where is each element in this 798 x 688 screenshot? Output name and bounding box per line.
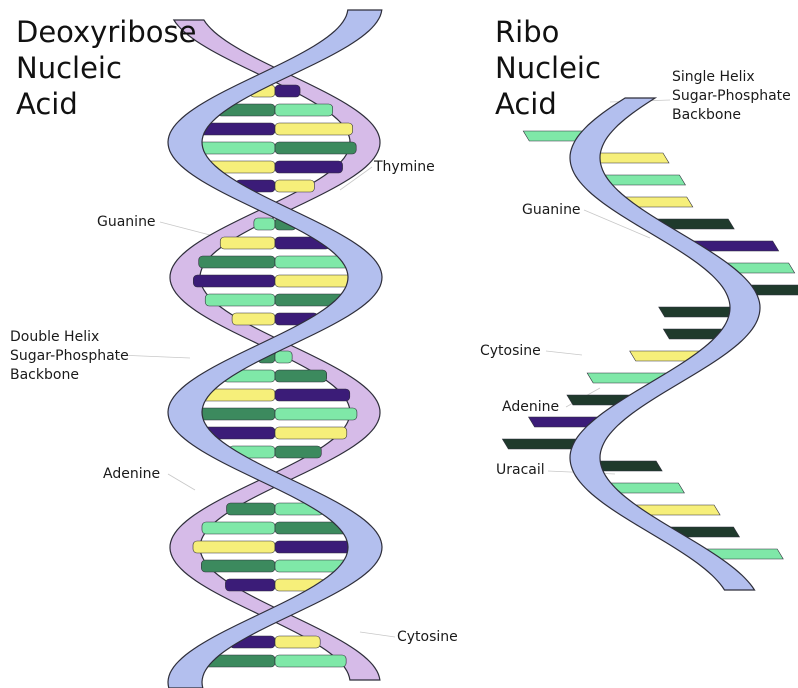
rna-backbone-line-2: Sugar-Phosphate [672,87,791,106]
dna-base-left [254,218,275,230]
rna-title-line-1: Ribo [495,14,601,50]
dna-base-left [232,313,275,325]
rna-label-guanine: Guanine [522,201,581,220]
dna-base-left [193,541,275,553]
dna-backbone-line-2: Sugar-Phosphate [10,347,129,366]
dna-label-backbone: Double Helix Sugar-Phosphate Backbone [10,328,129,385]
dna-base-left [225,579,275,591]
dna-base-left [193,408,275,420]
dna-base-right [275,351,292,363]
rna-label-adenine: Adenine [502,398,559,417]
dna-base-right [275,408,357,420]
dna-base-left [205,294,275,306]
leader-line [360,632,395,637]
dna-base-right [275,541,357,553]
dna-base-right [275,104,333,116]
dna-base-left [227,503,275,515]
dna-base-left [193,275,275,287]
dna-base-right [275,180,314,192]
dna-label-thymine: Thymine [374,158,435,177]
dna-label-adenine: Adenine [103,465,160,484]
dna-base-right [275,446,321,458]
rna-strand-blue [570,98,760,590]
dna-base-left [201,560,275,572]
rna-title-line-3: Acid [495,86,601,122]
dna-base-right [275,389,350,401]
dna-base-left [199,256,275,268]
leader-line [160,222,210,235]
dna-title-line-1: Deoxyribose [16,14,196,50]
dna-base-right [275,161,343,173]
dna-base-left [194,142,275,154]
dna-base-right [275,427,347,439]
rna-label-backbone: Single Helix Sugar-Phosphate Backbone [672,68,791,125]
rna-backbone-line-3: Backbone [672,106,791,125]
dna-base-right [275,370,327,382]
rna-label-cytosine: Cytosine [480,342,541,361]
dna-label-guanine: Guanine [97,213,156,232]
dna-title-line-3: Acid [16,86,196,122]
dna-backbone-line-3: Backbone [10,366,129,385]
rna-label-uracil: Uracail [496,461,545,480]
dna-title-line-2: Nucleic [16,50,196,86]
dna-title: Deoxyribose Nucleic Acid [16,14,196,122]
leader-line [546,351,582,355]
dna-backbone-line-1: Double Helix [10,328,129,347]
dna-base-left [202,522,275,534]
dna-base-right [275,636,320,648]
dna-label-cytosine: Cytosine [397,628,458,647]
dna-base-right [275,123,353,135]
rna-single-helix [502,98,798,590]
rna-title-line-2: Nucleic [495,50,601,86]
dna-double-helix [168,10,382,688]
leader-line [118,355,190,358]
dna-base-right [275,142,356,154]
dna-base-right [275,655,346,667]
dna-base-left [220,237,275,249]
dna-base-right [275,275,357,287]
rna-backbone-line-1: Single Helix [672,68,791,87]
dna-base-right [275,85,300,97]
rna-title: Ribo Nucleic Acid [495,14,601,122]
leader-line [168,474,195,490]
